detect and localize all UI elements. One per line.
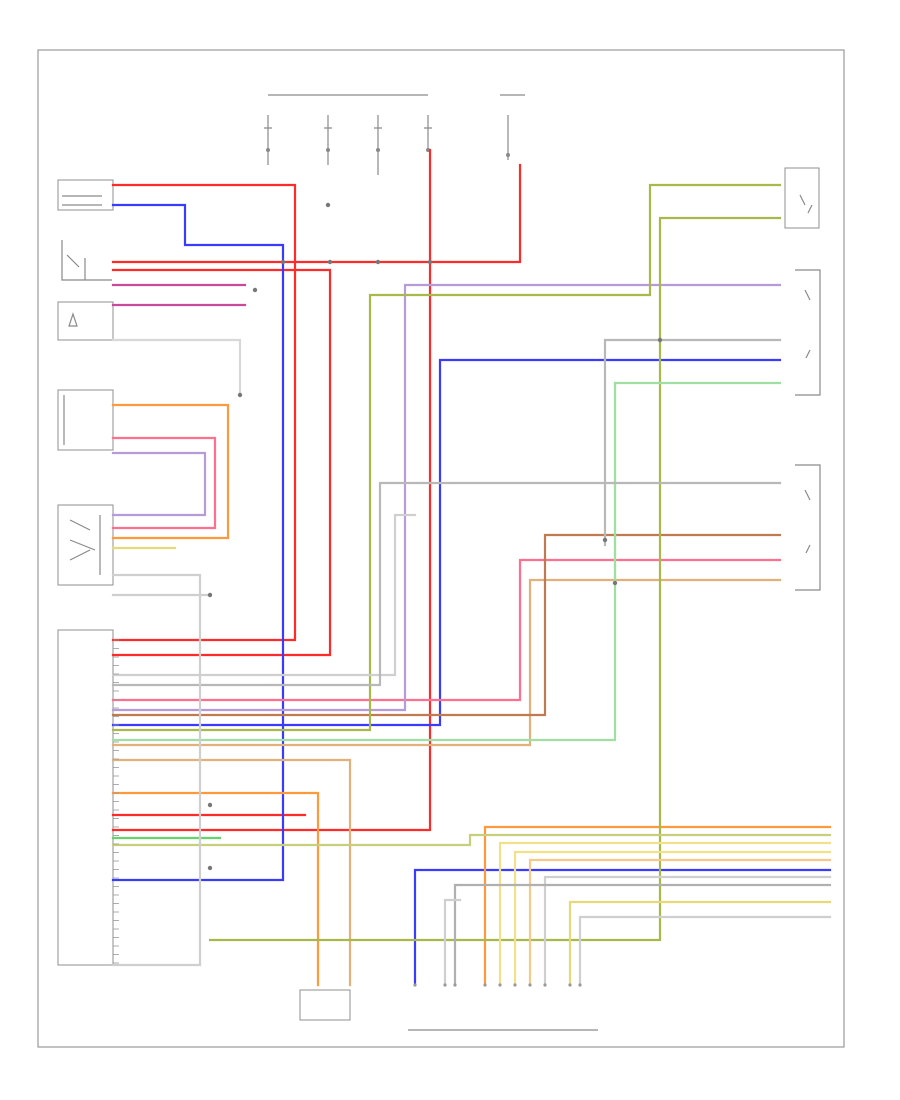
connector-pin	[483, 983, 487, 987]
connector-pin	[513, 983, 517, 987]
connector-pin	[578, 983, 582, 987]
wire-grey-7	[603, 338, 782, 547]
wire-orange-3	[483, 825, 832, 987]
mode-door-actuator-2	[795, 464, 821, 591]
wire-tan-1	[111, 758, 352, 987]
wire-orange-1	[111, 403, 230, 540]
wire-grey-2	[453, 883, 832, 987]
wire-red-1	[111, 183, 297, 642]
wire-blue-1	[111, 203, 285, 882]
wire-violet-3	[111, 451, 207, 517]
wire-red-4	[111, 148, 432, 832]
rear-blower-box	[784, 167, 820, 229]
mode-door-actuator-1	[795, 269, 821, 396]
blower-resistor-box	[57, 389, 114, 451]
wire-brown-1	[111, 533, 782, 717]
connector-pin	[443, 983, 447, 987]
relay-box-top	[57, 179, 114, 211]
wire-blue-3	[413, 868, 832, 987]
sensor-box	[57, 504, 114, 586]
wire-red-3	[111, 268, 332, 657]
bottom-pins	[413, 983, 582, 987]
wire-grey-6	[111, 338, 242, 397]
connector-pin	[413, 983, 417, 987]
wire-tan-2	[111, 578, 782, 747]
temp-sensor-box	[299, 989, 351, 1021]
wire-grey-1	[543, 875, 832, 987]
components	[57, 167, 821, 1031]
wire-grey-10	[443, 898, 462, 987]
climate-control-module	[57, 629, 114, 966]
wire-blue-2	[111, 358, 782, 727]
wire-olive-1	[111, 183, 782, 732]
wire-olive-2	[208, 216, 782, 942]
blower-motor-box	[57, 301, 114, 341]
wire-grey-8	[111, 573, 202, 967]
wires	[111, 148, 832, 987]
wire-green-2	[111, 381, 782, 742]
wire-grey-4	[111, 513, 417, 677]
module-pins	[113, 639, 119, 964]
wire-tan-3	[528, 858, 832, 987]
connector-pin	[568, 983, 572, 987]
wire-yellow-3	[513, 850, 832, 987]
wire-violet-4	[111, 283, 782, 712]
wire-orange-2	[111, 791, 320, 987]
wire-yellow-2	[498, 841, 832, 987]
wire-yellow-4	[568, 900, 832, 987]
connector-pin	[528, 983, 532, 987]
fuse-block	[264, 94, 525, 175]
connector-pin	[453, 983, 457, 987]
wire-red-2	[111, 163, 522, 264]
wire-grey-5	[111, 481, 782, 687]
connector-pin	[498, 983, 502, 987]
diagram-frame	[37, 49, 845, 1048]
splices	[207, 202, 663, 871]
wire-grey-3	[578, 915, 832, 987]
wire-pink-1	[111, 436, 217, 530]
wire-olive-3	[111, 833, 832, 847]
wire-pink-2	[111, 558, 782, 702]
connector-pin	[543, 983, 547, 987]
